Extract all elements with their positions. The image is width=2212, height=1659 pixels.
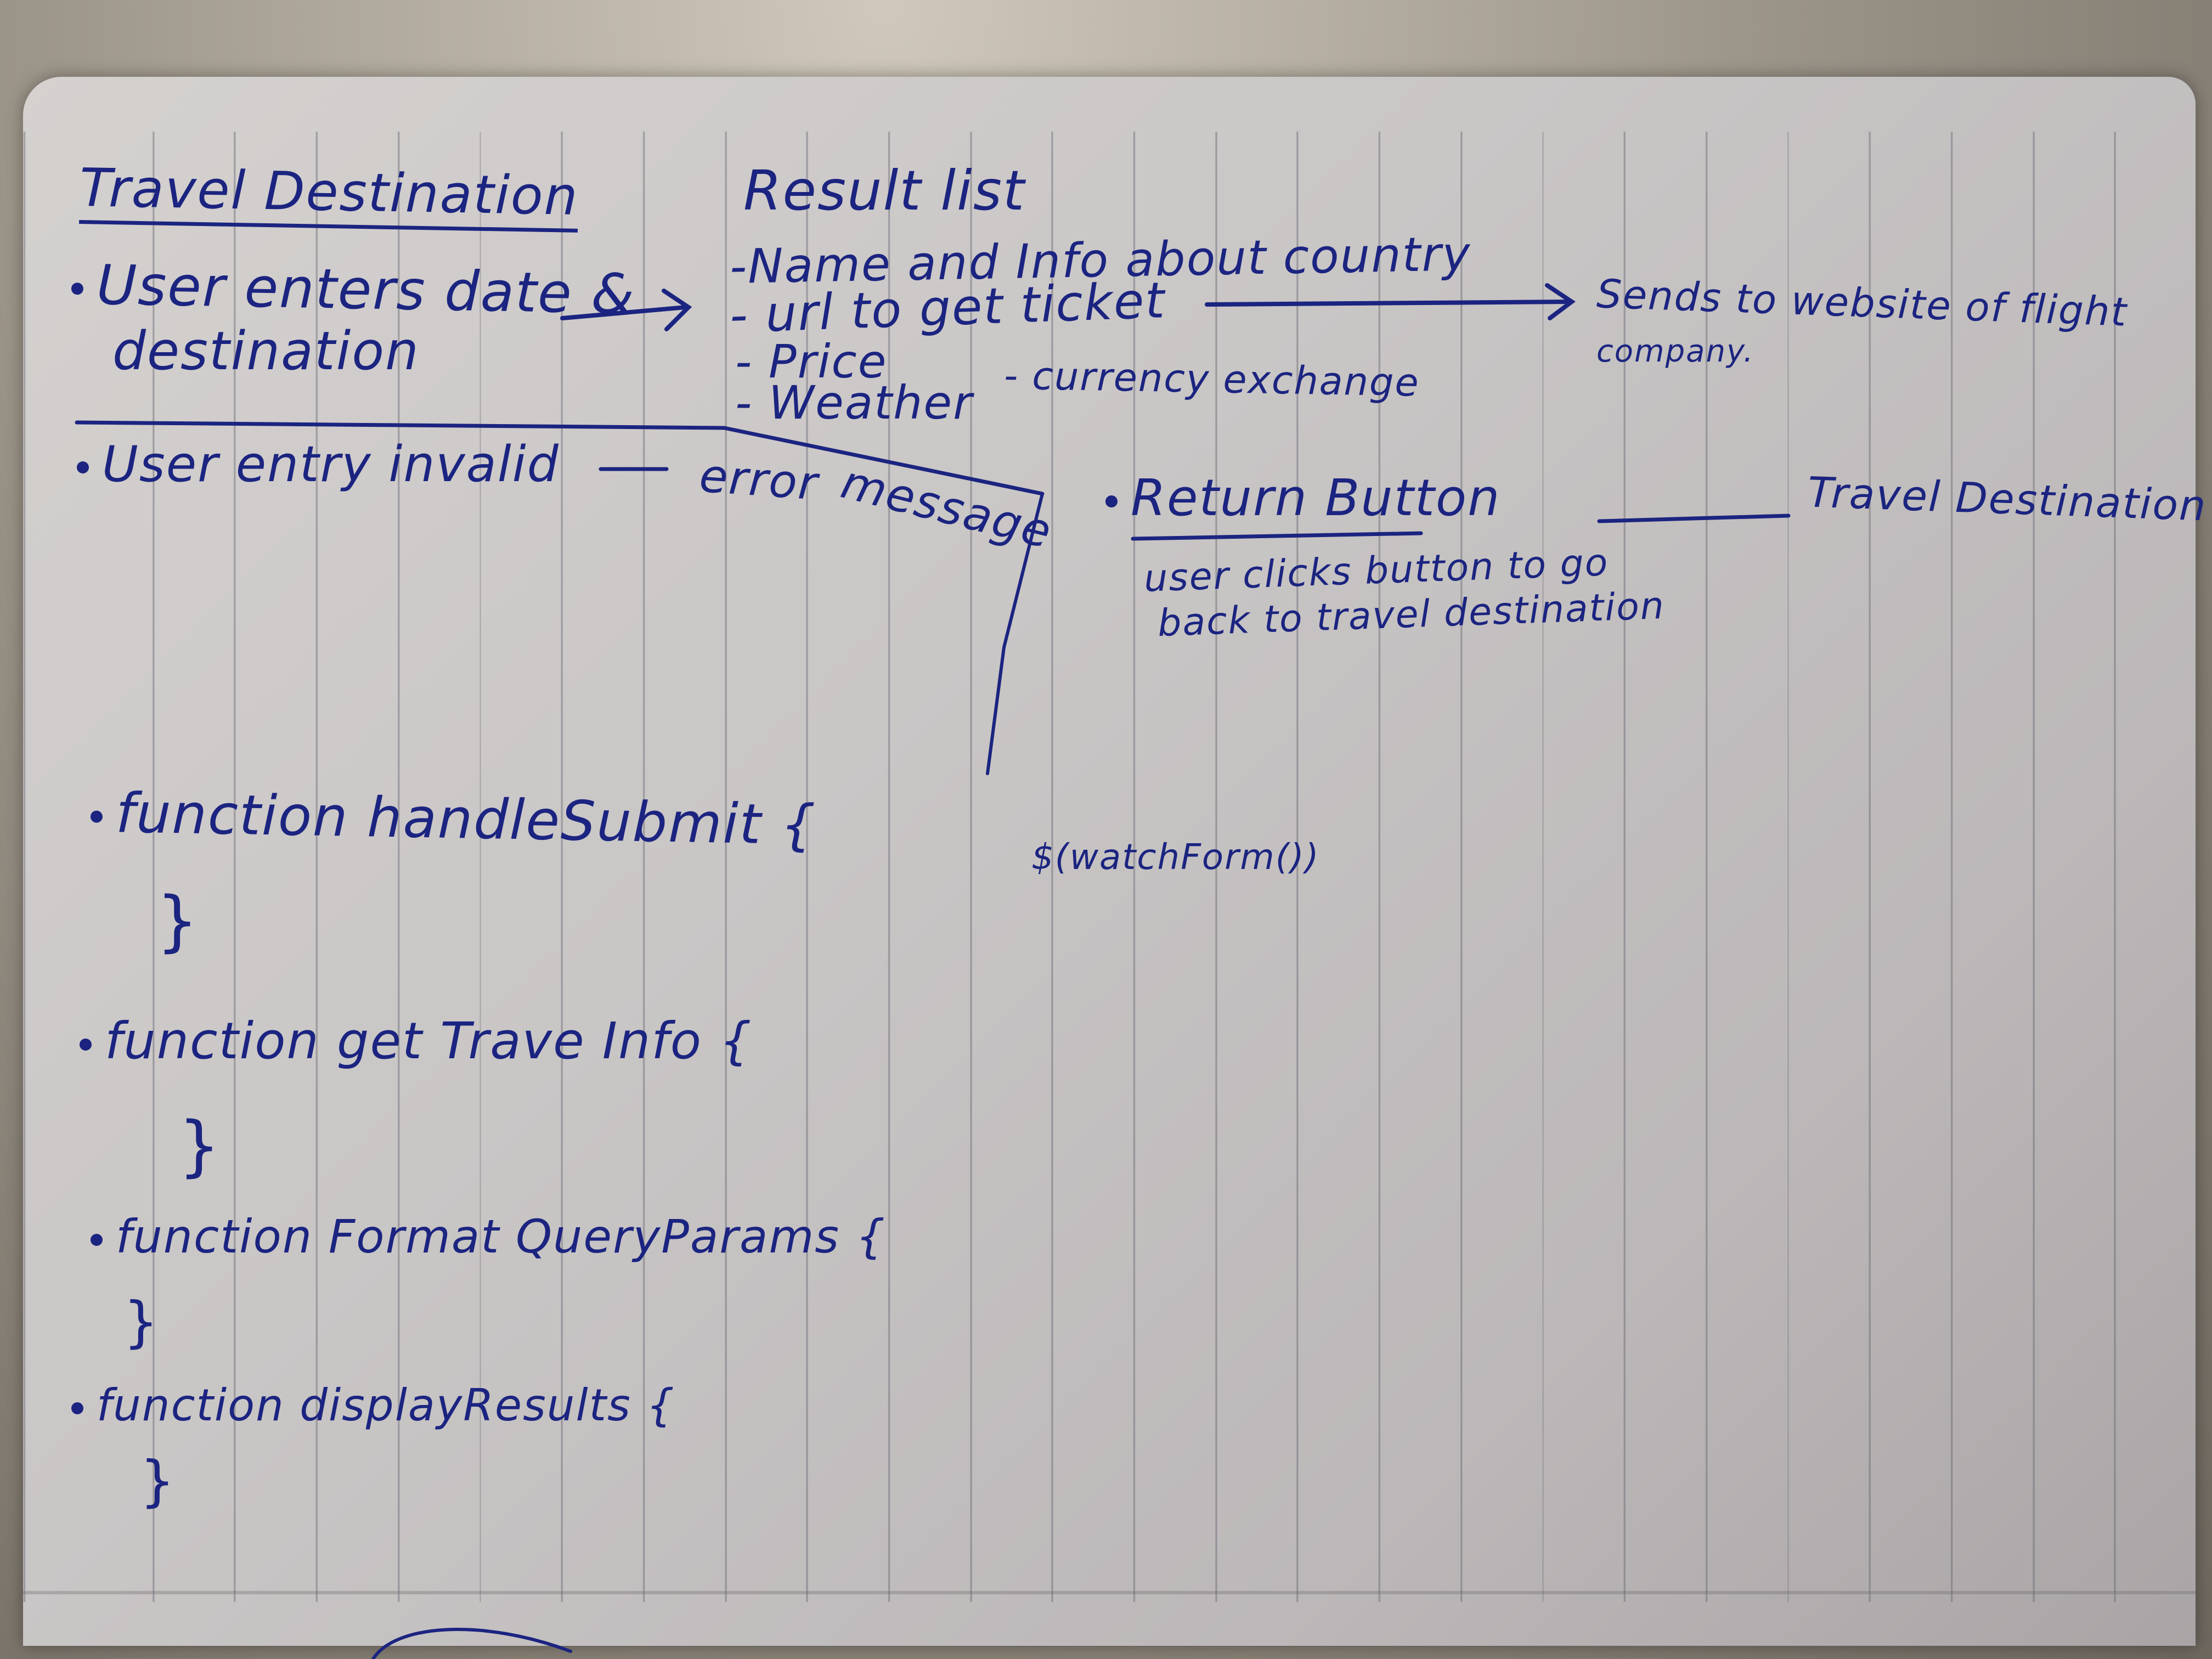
brace-display-results: } [140,1449,175,1513]
result-list-heading: Result list [743,159,1026,223]
result-item-price: - Price [735,335,888,388]
brace-format-query: } [123,1290,159,1354]
fn-format-query: function Format QueryParams { [91,1212,886,1261]
bullet-dot [80,1038,92,1051]
fn-get-travel-info: function get Trave Info { [80,1012,753,1070]
bullet-dot [71,1402,83,1415]
return-button-text: Return Button [1131,469,1501,527]
fn-handle-submit: function handleSubmit { [90,781,817,857]
result-item-weather: - Weather [735,376,973,430]
sends-to-website-line2: company. [1596,334,1754,369]
fn-display-results: function displayResults { [71,1383,675,1429]
user-enters-text: User enters date & [96,252,636,326]
fn-display-results-text: function displayResults { [97,1380,676,1431]
user-enters-bullet: User enters date & [71,252,636,326]
travel-destination-heading: Travel Destination [79,157,579,233]
bullet-dot [1105,495,1118,507]
error-word: error [697,448,820,511]
ruled-lines [23,132,2196,1602]
bullet-dot [77,461,89,474]
fn-get-travel-info-text: function get Trave Info { [105,1012,753,1070]
page-fold [23,1591,2196,1594]
fn-format-query-text: function Format QueryParams { [116,1210,887,1263]
user-enters-line2: destination [112,320,420,382]
currency-exchange-note: - currency exchange [1003,353,1420,405]
fn-handle-submit-text: function handleSubmit { [115,781,817,857]
bullet-dot [91,1234,103,1246]
brace-handle-submit: } [156,883,199,960]
return-button-bullet: Return Button [1105,469,1501,527]
bullet-dot [71,282,84,295]
notebook-page [23,77,2196,1646]
bullet-dot [90,810,103,823]
user-entry-invalid-bullet: User entry invalid [77,436,560,493]
brace-get-travel-info: } [178,1108,221,1184]
user-entry-invalid-text: User entry invalid [102,436,560,493]
watch-form-call: $(watchForm()) [1031,837,1320,878]
